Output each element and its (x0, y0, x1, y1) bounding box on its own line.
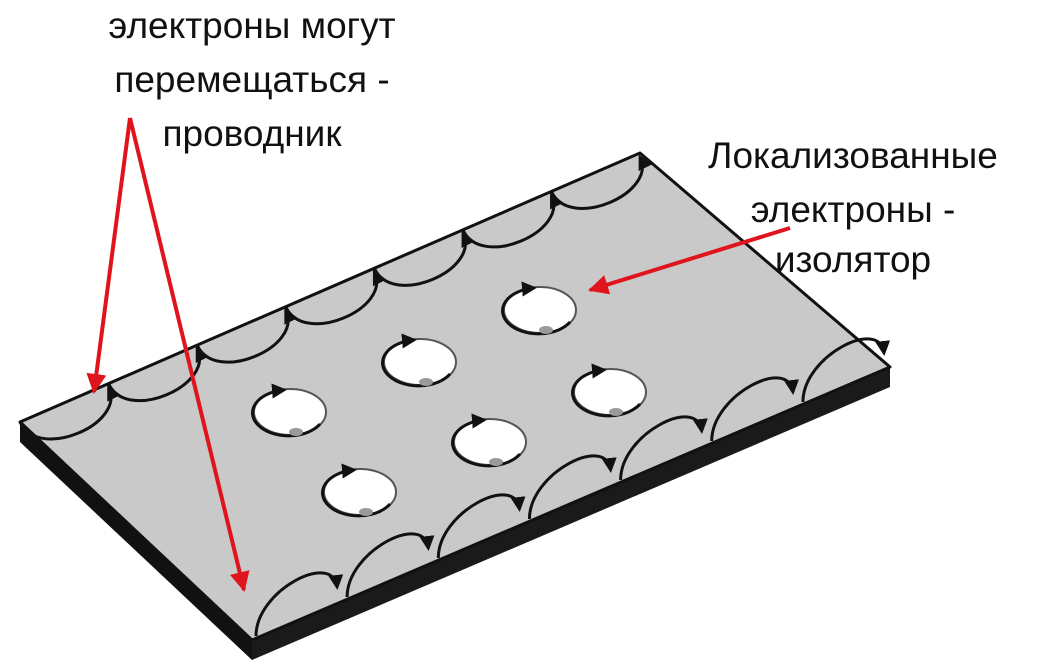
edge-orbit-arrow (284, 269, 387, 326)
orbit-arrow (451, 413, 522, 468)
label-insulator-line2: электроны - (750, 189, 956, 230)
pointer-arrow-conductor-edge-left (86, 117, 132, 394)
plate-front-side (252, 367, 890, 660)
electron-dot (359, 508, 373, 516)
edge-orbit-arrow (372, 231, 475, 287)
edge-orbits-top (18, 154, 653, 441)
edge-orbit-arrow (801, 337, 891, 403)
label-conductor-line2: перемещаться - (114, 59, 390, 100)
edge-orbit-arrow (436, 493, 526, 559)
localized-orbit (321, 463, 397, 518)
edge-orbit-arrow (619, 415, 708, 481)
localized-orbit (571, 363, 647, 418)
edge-orbit-arrow (195, 308, 298, 364)
localized-orbit (451, 413, 527, 468)
label-conductor-line1: электроны могут (108, 5, 396, 46)
localized-orbits (251, 281, 647, 518)
plate-top-surface (18, 151, 892, 642)
edge-orbit-arrow (550, 154, 653, 210)
plate-left-side (20, 422, 252, 660)
orbit-arrow (571, 363, 642, 418)
edge-orbits-bottom (254, 337, 891, 637)
edge-orbit-arrow (461, 192, 564, 249)
orbit-arrow (381, 333, 452, 388)
edge-orbit-arrow (254, 571, 344, 637)
label-insulator-line1: Локализованные (708, 135, 998, 176)
orbit-arrow (321, 463, 392, 518)
localized-orbit (501, 281, 577, 336)
orbit-arrow (251, 383, 322, 438)
pointer-arrows (86, 117, 791, 592)
electron-dot (289, 428, 303, 436)
localized-orbit (251, 383, 327, 438)
edge-orbit-arrow (345, 532, 435, 598)
orbit-arrow (501, 281, 572, 336)
electron-dot (419, 378, 433, 386)
edge-orbit-arrow (18, 384, 121, 441)
electron-dot (489, 458, 503, 466)
pointer-arrow-conductor-edge-right (128, 117, 250, 592)
label-conductor-line3: проводник (162, 113, 342, 154)
localized-orbit (381, 333, 457, 388)
electron-dot (609, 408, 623, 416)
electron-dot (539, 326, 553, 334)
pointer-arrow-insulator (588, 226, 791, 295)
label-insulator-line3: изолятор (774, 239, 932, 280)
edge-orbit-arrow (527, 454, 617, 520)
edge-orbit-arrow (107, 346, 210, 403)
edge-orbit-arrow (710, 376, 800, 442)
